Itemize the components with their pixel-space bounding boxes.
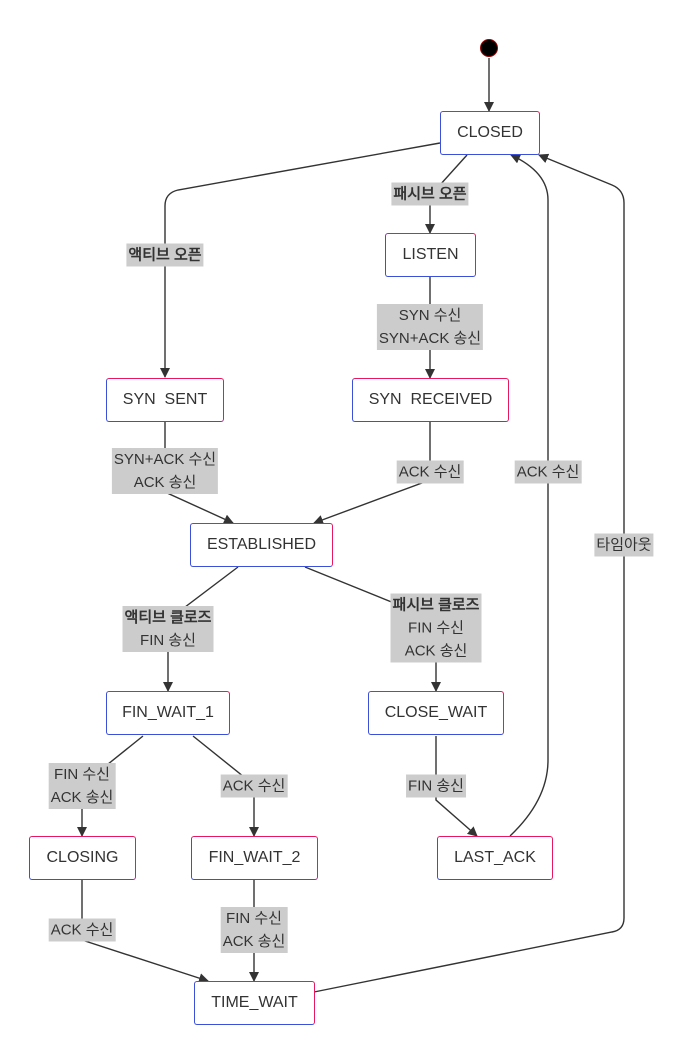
edge-label-line: ACK 수신 xyxy=(222,777,286,795)
edge-label-fw2-timewait: FIN 수신 ACK 송신 xyxy=(220,907,288,953)
edge-label-line: SYN 수신 xyxy=(398,307,462,324)
edge-label-timeout: 타임아웃 xyxy=(594,533,654,557)
edge-label-passive-open: 패시브 오픈 xyxy=(391,182,469,206)
node-last-ack[interactable]: LAST_ACK xyxy=(437,836,553,880)
edge-timewait-closed xyxy=(313,153,625,993)
edge-label-line: ACK 송신 xyxy=(404,642,468,660)
edge-label-passive-close: 패시브 클로즈 FIN 수신 ACK 송신 xyxy=(390,593,482,663)
edge-label-synsent-est: SYN+ACK 수신 ACK 송신 xyxy=(111,448,219,494)
edge-label-line: FIN 수신 xyxy=(226,910,282,927)
edge-label-line: ACK 수신 xyxy=(50,921,114,939)
edge-label-line: FIN 수신 xyxy=(54,766,110,783)
edge-label-listen-synrecv: SYN 수신 SYN+ACK 송신 xyxy=(376,304,484,350)
node-closing[interactable]: CLOSING xyxy=(29,836,136,880)
node-fin-wait-1[interactable]: FIN_WAIT_1 xyxy=(106,691,230,735)
node-fin-wait-2[interactable]: FIN_WAIT_2 xyxy=(191,836,318,880)
edge-label-active-close: 액티브 클로즈 FIN 송신 xyxy=(122,606,214,652)
edge-label-fw1-fw2: ACK 수신 xyxy=(220,774,288,798)
node-syn-received[interactable]: SYN RECEIVED xyxy=(352,378,509,422)
edge-label-line: 타임아웃 xyxy=(596,536,652,554)
edge-closed-synsent xyxy=(160,142,441,378)
node-close-wait[interactable]: CLOSE_WAIT xyxy=(368,691,504,735)
edge-label-fw1-closing: FIN 수신 ACK 송신 xyxy=(48,763,116,809)
edge-label-line: FIN 송신 xyxy=(408,777,464,795)
edge-label-title: 액티브 오픈 xyxy=(128,246,202,264)
edge-label-line: FIN 수신 xyxy=(408,619,464,637)
edge-label-closewait-lastack: FIN 송신 xyxy=(406,774,466,798)
edge-label-line: SYN+ACK 송신 xyxy=(378,330,482,347)
edge-label-line: ACK 수신 xyxy=(398,463,462,481)
node-time-wait[interactable]: TIME_WAIT xyxy=(194,981,315,1025)
edge-label-line: ACK 송신 xyxy=(133,474,197,491)
edge-label-synrecv-est: ACK 수신 xyxy=(396,460,464,484)
edge-lastack-closed xyxy=(509,154,549,837)
edge-label-closing-timewait: ACK 수신 xyxy=(48,918,116,942)
edge-closewait-lastack xyxy=(435,736,478,837)
edge-label-title: 패시브 클로즈 xyxy=(392,596,480,614)
initial-state xyxy=(480,39,498,57)
edge-label-line: SYN+ACK 수신 xyxy=(113,451,217,468)
edge-label-lastack-closed: ACK 수신 xyxy=(514,460,582,484)
edge-label-title: 액티브 클로즈 xyxy=(124,609,212,626)
node-established[interactable]: ESTABLISHED xyxy=(190,523,333,567)
node-listen[interactable]: LISTEN xyxy=(385,233,476,277)
edge-label-line: ACK 수신 xyxy=(516,463,580,481)
edge-label-line: ACK 송신 xyxy=(222,933,286,950)
edge-label-title: 패시브 오픈 xyxy=(393,185,467,203)
edge-label-line: ACK 송신 xyxy=(50,789,114,806)
node-syn-sent[interactable]: SYN SENT xyxy=(106,378,224,422)
node-closed[interactable]: CLOSED xyxy=(440,111,540,155)
edge-label-active-open: 액티브 오픈 xyxy=(126,243,204,267)
edge-label-line: FIN 송신 xyxy=(140,632,196,649)
